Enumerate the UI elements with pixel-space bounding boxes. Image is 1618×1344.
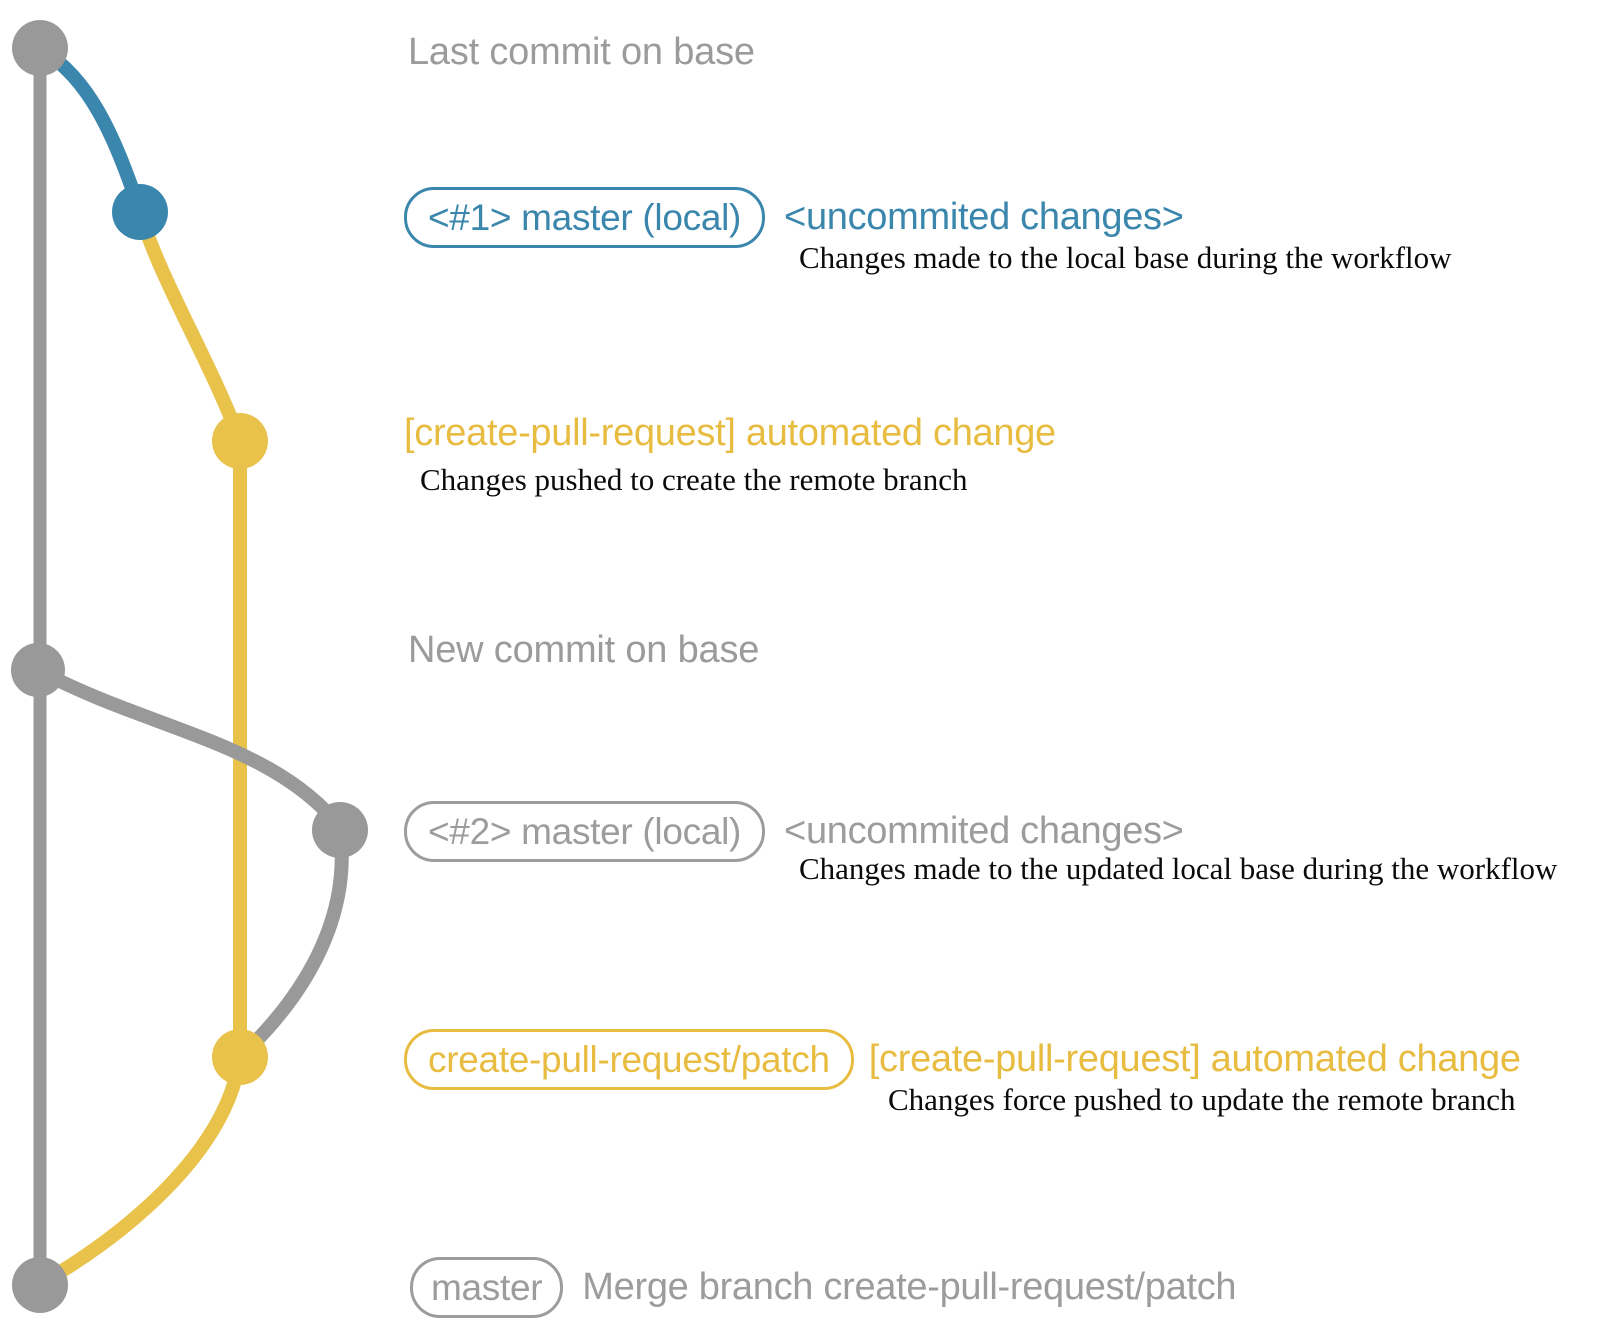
commit-message-automated-change-2: [create-pull-request] automated change [868, 1038, 1521, 1080]
note-force-push-update-remote: Changes force pushed to update the remot… [888, 1082, 1516, 1117]
note-push-create-remote: Changes pushed to create the remote bran… [420, 462, 968, 497]
note-local-changes-2: Changes made to the updated local base d… [799, 851, 1558, 886]
note-local-changes-1: Changes made to the local base during th… [799, 240, 1452, 275]
commit-node-new-commit-on-base [11, 643, 65, 697]
branch-tag-create-pull-request-patch: create-pull-request/patch [404, 1029, 854, 1090]
row-local-master-2: <#2> master (local) <uncommited changes> [404, 801, 1184, 862]
branch-edge-local1-branch [36, 42, 147, 214]
branch-edge-patch-merge-to-base [40, 1055, 247, 1289]
commit-node-patch-commit-1 [212, 413, 268, 469]
row-local-master-1: <#1> master (local) <uncommited changes> [404, 187, 1184, 248]
commit-node-merge-commit-on-base [12, 1257, 68, 1313]
commit-message-uncommited-changes-2: <uncommited changes> [784, 810, 1184, 852]
branch-edge-patch1-branch [133, 210, 247, 444]
commit-node-last-commit-on-base [12, 20, 68, 76]
row-master-merge: master Merge branch create-pull-request/… [410, 1257, 1237, 1318]
row-create-pull-request-patch: create-pull-request/patch [create-pull-r… [404, 1029, 1521, 1090]
commit-message-automated-change-1: [create-pull-request] automated change [404, 412, 1056, 454]
branch-tag-master-local-2: <#2> master (local) [404, 801, 766, 862]
branch-edge-local2-branch [34, 663, 346, 832]
commit-node-local-commit-1 [112, 184, 168, 240]
commit-node-patch-commit-2 [212, 1029, 268, 1085]
header-last-commit-on-base: Last commit on base [408, 31, 755, 73]
branch-tag-master-local-1: <#1> master (local) [404, 187, 766, 248]
git-graph-svg [11, 20, 368, 1313]
commit-message-uncommited-changes-1: <uncommited changes> [784, 196, 1184, 238]
commit-node-local-commit-2 [312, 802, 368, 858]
branch-edge-local2-to-patch [237, 829, 349, 1061]
branch-tag-master: master [410, 1257, 564, 1318]
commit-message-merge-branch: Merge branch create-pull-request/patch [582, 1266, 1237, 1308]
header-new-commit-on-base: New commit on base [408, 629, 760, 671]
